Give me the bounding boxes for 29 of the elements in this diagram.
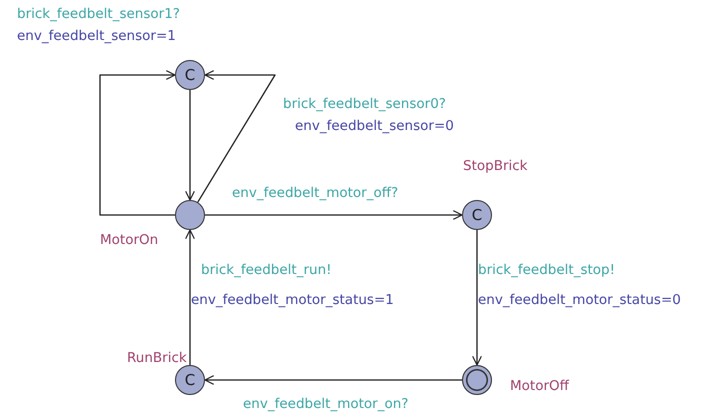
location-circle	[462, 200, 492, 230]
location-circle	[175, 60, 205, 90]
edge-label: brick_feedbelt_sensor0?	[283, 96, 446, 112]
edge-label: env_feedbelt_motor_on?	[243, 396, 408, 412]
transition-arrow	[99, 70, 176, 216]
transition-arrow	[204, 374, 462, 386]
location-name: StopBrick	[463, 158, 528, 174]
edge-label: env_feedbelt_motor_off?	[232, 185, 398, 202]
location-circle	[175, 365, 205, 395]
location-circle	[462, 365, 492, 395]
transition-arrow	[184, 90, 196, 201]
location-circle	[175, 200, 205, 230]
edge-label: brick_feedbelt_stop!	[478, 262, 616, 278]
location-name: RunBrick	[127, 350, 187, 366]
location-name: MotorOff	[510, 378, 569, 394]
committed-mark: C	[184, 372, 196, 388]
transition-arrow	[472, 230, 482, 366]
transition-arrow	[184, 229, 196, 365]
edge-label: brick_feedbelt_run!	[201, 262, 332, 278]
update-label: env_feedbelt_motor_status=1	[191, 292, 394, 308]
location-name: MotorOn	[100, 232, 158, 248]
update-label: env_feedbelt_sensor=0	[295, 118, 454, 134]
committed-mark: C	[472, 208, 482, 222]
update-label: env_feedbelt_motor_status=0	[478, 292, 681, 308]
transition-arrow	[197, 70, 276, 203]
edge-label: brick_feedbelt_sensor1?	[17, 6, 180, 22]
transition-arrow	[205, 210, 463, 220]
update-label: env_feedbelt_sensor=1	[17, 28, 176, 44]
committed-mark: C	[184, 68, 196, 82]
